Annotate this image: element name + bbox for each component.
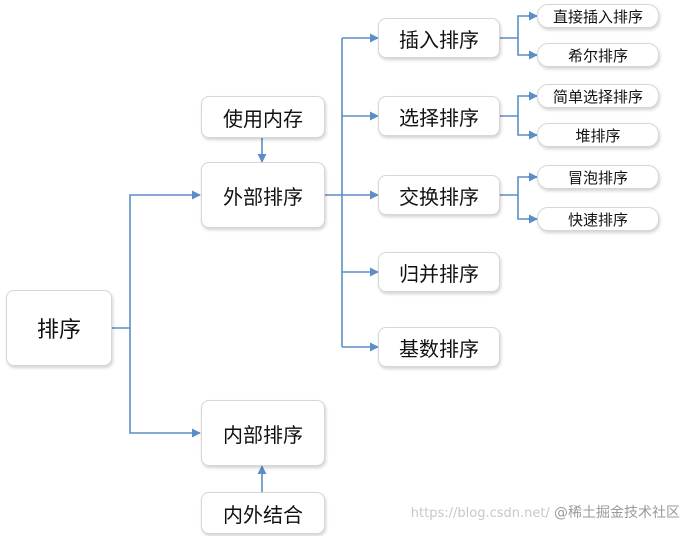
node-memory: 使用内存 [201,96,325,138]
node-merge-sort: 归并排序 [378,252,500,292]
connector-root-internal [129,328,201,438]
node-external-sort: 外部排序 [201,162,325,228]
node-heap-sort: 堆排序 [537,123,659,147]
watermark-juejin: @稀土掘金技术社区 [554,505,680,521]
node-shell-sort: 希尔排序 [537,43,659,67]
node-bubble-sort: 冒泡排序 [537,165,659,189]
node-internal-sort: 内部排序 [201,400,325,466]
node-inout: 内外结合 [201,492,325,534]
node-exchange-sort: 交换排序 [378,175,500,215]
node-simple-select-sort: 简单选择排序 [537,84,659,108]
node-sort-root: 排序 [6,290,112,366]
watermark: https://blog.csdn.net/ @稀土掘金技术社区 [411,502,680,522]
node-radix-sort: 基数排序 [378,327,500,367]
connector-insert-leaves [500,15,537,56]
node-quick-sort: 快速排序 [537,207,659,231]
connector-select-leaves [500,95,537,136]
node-insert-sort: 插入排序 [378,18,500,58]
node-direct-insert-sort: 直接插入排序 [537,4,659,28]
watermark-csdn: https://blog.csdn.net/ [410,506,550,521]
connector-exchange-leaves [500,176,537,220]
connector-external-spine [325,38,343,347]
node-select-sort: 选择排序 [378,96,500,136]
connector-root-external [112,190,201,329]
